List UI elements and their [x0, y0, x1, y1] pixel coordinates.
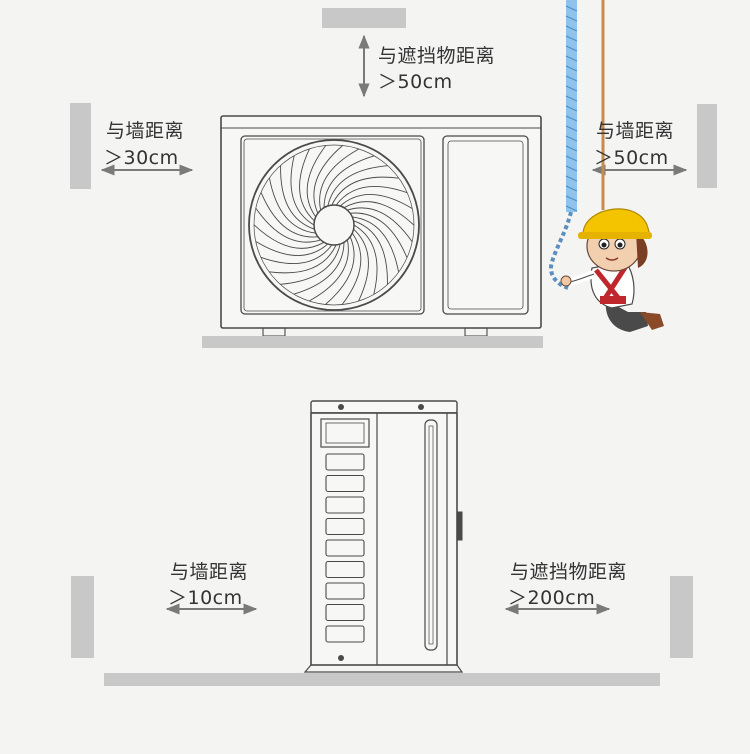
fan-blade [255, 241, 329, 256]
louver-slot [325, 560, 365, 579]
fan-blade [299, 148, 315, 222]
rope-segment [565, 155, 578, 162]
fan-blade [260, 192, 318, 238]
left-wall-slab-bottom [71, 576, 94, 658]
safety-rope [549, 0, 605, 290]
right-obstacle-slab-bottom [670, 576, 693, 658]
fan-blade [331, 176, 399, 206]
rope-segment [565, 185, 578, 192]
fan-blade [280, 243, 341, 285]
louver-slot [325, 517, 365, 536]
rope-segment [565, 115, 578, 122]
louver-slot [325, 453, 365, 471]
rope-segment [565, 65, 578, 72]
worker-figure [560, 208, 664, 332]
rope-segment [565, 85, 578, 92]
right-wall-top-label: 与墙距离 [596, 120, 675, 142]
louver-slot [325, 539, 365, 557]
top-obstacle-slab [322, 8, 406, 28]
top-clearance-label: 与遮挡物距离 [378, 45, 496, 67]
louver-slot [325, 582, 365, 600]
rope-segment [565, 135, 578, 142]
left-wall-slab-top [70, 103, 91, 189]
fan-blade [313, 145, 343, 214]
fan-blade [352, 216, 400, 273]
rope-segment [565, 15, 578, 22]
rope-segment [565, 145, 578, 152]
fan-blade [353, 228, 369, 302]
rope-segment [565, 55, 578, 62]
fan-blade [325, 236, 355, 305]
rope-segment [565, 75, 578, 82]
left-wall-top-value: ＞30cm [104, 147, 179, 169]
fan-blade [343, 201, 415, 226]
right-obstacle-bottom-value: ＞200cm [508, 587, 596, 609]
fan-blade [280, 165, 315, 230]
fan-blade [308, 239, 349, 302]
fan-blade [306, 145, 327, 218]
right-obstacle-bottom-label: 与遮挡物距离 [510, 561, 628, 583]
rope-segment [565, 95, 578, 102]
rope-segment [565, 125, 578, 132]
rope-segment [565, 35, 578, 42]
right-wall-slab-top [697, 104, 717, 188]
rope-segment [565, 205, 578, 212]
outdoor-unit-front [220, 115, 542, 337]
fan-blade [269, 244, 337, 274]
rope-segment [565, 165, 578, 172]
left-wall-bottom-label: 与墙距离 [170, 561, 249, 583]
rope-segment [565, 195, 578, 202]
top-clearance-value: ＞50cm [378, 71, 453, 93]
fan-blade [350, 212, 408, 258]
fan-blade [353, 224, 378, 295]
louver-slot [325, 496, 365, 514]
rope-segment [565, 25, 578, 32]
fan-blade [339, 194, 413, 209]
fan-blade [290, 155, 315, 226]
left-wall-bottom-value: ＞10cm [168, 587, 243, 609]
fan-blade [319, 148, 360, 211]
fan-blade [253, 224, 325, 249]
fan-blade [268, 177, 316, 234]
louver-slot [325, 625, 365, 643]
louver-slot [325, 603, 365, 622]
fan-blade [347, 207, 413, 243]
rope-segment [565, 175, 578, 182]
fan-blade [341, 232, 362, 305]
right-wall-top-value: ＞50cm [594, 147, 669, 169]
left-wall-top-label: 与墙距离 [106, 120, 185, 142]
fan-blade [255, 207, 321, 243]
fan-blade [353, 220, 388, 285]
outdoor-unit-side [303, 400, 464, 673]
top-ground-slab [202, 336, 543, 348]
rope-segment [565, 5, 578, 12]
bottom-ground-slab [104, 673, 660, 686]
fan-icon [248, 139, 420, 311]
fan-blade [260, 244, 333, 264]
rope-segment [565, 105, 578, 112]
louver-slot [325, 474, 365, 493]
fan-blade [293, 242, 345, 295]
fan-blade [335, 186, 408, 206]
rope-segment [565, 45, 578, 52]
fan-blade [327, 165, 388, 207]
fan-blade [323, 155, 375, 208]
